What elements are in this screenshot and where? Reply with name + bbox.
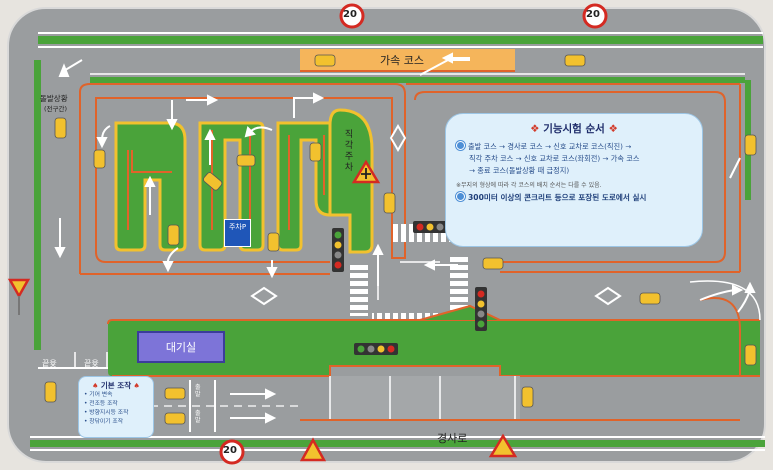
diamond-mark-3 xyxy=(594,286,622,306)
speed-limit-top-left: 20 xyxy=(343,9,357,20)
test-order-line-4: 300미터 이상의 콘크리트 등으로 포장된 도로에서 실시 xyxy=(456,192,692,203)
speed-signs xyxy=(219,3,608,465)
accel-course-label: 가속 코스 xyxy=(380,54,424,67)
basic-item: • 기어 변속 xyxy=(84,392,113,398)
sudden-situation-label: 돌발상황 xyxy=(40,94,68,103)
finish-label-left: 끝윷 xyxy=(42,359,57,368)
basic-item: • 전조등 조작 xyxy=(84,401,118,407)
right-angle-parking-label: 직각주차 xyxy=(344,130,354,173)
top-green-strip xyxy=(38,36,763,44)
bullet-icon xyxy=(456,141,465,150)
test-order-line-1: 출발 코스 → 경사로 코스 → 신호 교차로 코스(직진) → xyxy=(456,141,692,153)
test-order-line-3: → 종료 코스(돌발상황 때 급정지) xyxy=(469,166,570,175)
accel-course-band xyxy=(300,49,515,70)
start-label-a: 출발 xyxy=(195,384,201,398)
waiting-room: 대기실 xyxy=(137,331,225,363)
central-green xyxy=(108,320,760,376)
direction-arrows xyxy=(54,52,756,424)
crosswalk-left xyxy=(350,262,368,316)
test-order-line-2: 직각 주차 코스 → 신호 교차로 코스(좌회전) → 가속 코스 xyxy=(469,154,640,163)
basic-item: • 창닦이기 조작 xyxy=(84,419,124,425)
right-angle-parking-island xyxy=(328,108,374,254)
slope-label: 경사로 xyxy=(437,432,468,445)
cars xyxy=(44,54,757,425)
left-course-outline xyxy=(79,83,406,263)
test-order-panel: ❖ 기능시험 순서 ❖ 출발 코스 → 경사로 코스 → 신호 교차로 코스(직… xyxy=(445,113,703,247)
test-order-title: ❖ 기능시험 순서 ❖ xyxy=(530,123,618,135)
right-course-outline xyxy=(414,91,726,263)
basic-item: • 방향지시등 조작 xyxy=(84,410,129,416)
basic-operation-panel: ♠ 기본 조작 ♠ • 기어 변속 • 전조등 조작 • 방향지시등 조작 • … xyxy=(78,376,154,438)
left-green-strip xyxy=(34,60,41,350)
diamond-mark-1 xyxy=(389,124,407,152)
bullet-icon xyxy=(456,192,465,201)
slope-ramp xyxy=(330,376,520,420)
parking-sign: 주차P xyxy=(224,219,251,247)
inner-top-green xyxy=(90,77,745,83)
start-label-b: 출발 xyxy=(195,410,201,424)
diamond-mark-2 xyxy=(250,286,278,306)
finish-label-right: 끝윷 xyxy=(84,359,99,368)
sudden-situation-sub: (전구간) xyxy=(44,105,68,113)
bottom-green-strip xyxy=(30,440,765,447)
test-order-title-text: 기능시험 순서 xyxy=(543,123,605,135)
speed-limit-bottom: 20 xyxy=(223,445,237,456)
traffic-lights xyxy=(332,221,487,355)
speed-limit-top-right: 20 xyxy=(586,9,600,20)
crosswalk-right xyxy=(450,256,468,312)
test-order-note: ※무지의 형상에 따라 각 코스의 배치 순서는 다를 수 있음. xyxy=(456,182,602,189)
basic-operation-title: ♠ 기본 조작 ♠ xyxy=(92,381,140,390)
